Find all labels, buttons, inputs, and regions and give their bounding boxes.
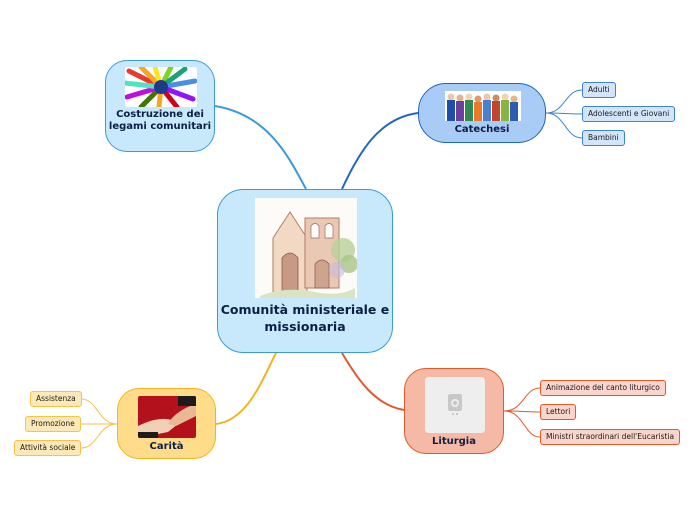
subtopic-animazione-canto[interactable]: Animazione del canto liturgico bbox=[540, 380, 666, 396]
link-liturgia bbox=[341, 352, 405, 411]
subtopic-ministri-straordinari[interactable]: Ministri straordinari dell'Eucaristia bbox=[540, 429, 681, 445]
central-topic-label: Comunità ministeriale e missionaria bbox=[220, 302, 390, 334]
topic-legami-label: Costruzione dei legami comunitari bbox=[108, 109, 212, 132]
subtopic-adolescenti-giovani[interactable]: Adolescenti e Giovani bbox=[582, 106, 676, 122]
subtopic-assistenza[interactable]: Assistenza bbox=[30, 391, 82, 407]
link-legami bbox=[214, 105, 307, 190]
subtopic-attivita-sociale[interactable]: Attività sociale bbox=[14, 440, 82, 456]
central-topic[interactable]: Comunità ministeriale e missionaria bbox=[217, 189, 393, 353]
link-carita bbox=[215, 352, 277, 425]
topic-liturgia[interactable]: Liturgia bbox=[404, 368, 504, 454]
topic-catechesi[interactable]: Catechesi bbox=[418, 83, 546, 143]
subtopic-adulti[interactable]: Adulti bbox=[582, 82, 616, 98]
link-catechesi bbox=[341, 112, 419, 190]
helping-hands-image bbox=[138, 396, 196, 438]
people-group-image bbox=[445, 91, 521, 121]
topic-legami[interactable]: Costruzione dei legami comunitari bbox=[105, 60, 215, 152]
subtopic-lettori[interactable]: Lettori bbox=[540, 404, 577, 420]
topic-catechesi-label: Catechesi bbox=[454, 124, 510, 135]
topic-liturgia-label: Liturgia bbox=[432, 436, 476, 447]
topic-carita-label: Carità bbox=[149, 441, 184, 452]
topic-carita[interactable]: Carità bbox=[117, 388, 216, 459]
subtopic-promozione[interactable]: Promozione bbox=[25, 416, 81, 432]
image-placeholder-icon bbox=[425, 377, 485, 433]
subtopic-bambini[interactable]: Bambini bbox=[582, 130, 625, 146]
hands-circle-image bbox=[125, 67, 197, 107]
church-image bbox=[255, 198, 358, 298]
